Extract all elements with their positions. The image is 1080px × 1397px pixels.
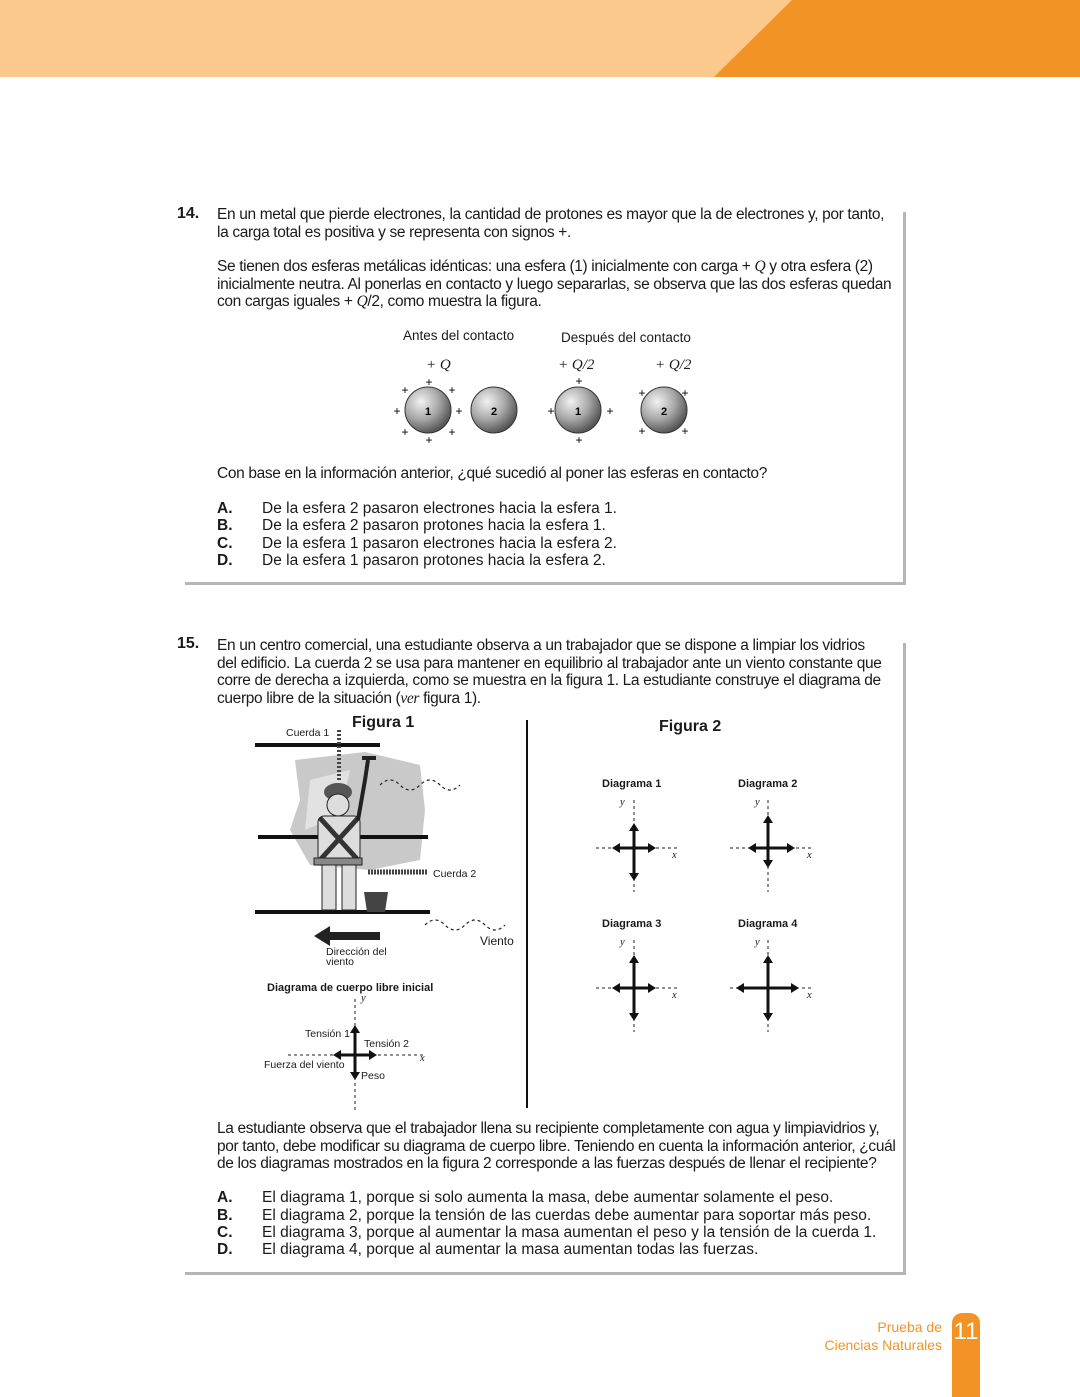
q15-intro-line: del edificio. La cuerda 2 se usa para ma… [217,654,882,672]
footer-line: Ciencias Naturales [824,1337,943,1353]
svg-text:+: + [455,404,462,418]
diagram-4-title: Diagrama 4 [738,918,798,930]
worker [313,756,376,911]
svg-text:1: 1 [575,406,581,418]
plus-signs-after-2: + + + + [638,386,688,438]
figure-1-title: Figura 1 [352,714,415,731]
svg-text:+: + [401,425,408,439]
svg-text:+: + [401,383,408,397]
weight-label: Peso [361,1070,385,1082]
q14-setup-line: inicialmente neutra. Al ponerlas en cont… [217,275,892,293]
diagram-2-axis-y: y [755,797,760,808]
diagram-2 [730,800,812,892]
wind-direction-arrow [314,926,380,946]
svg-text:1: 1 [425,406,431,418]
svg-text:2: 2 [491,406,497,418]
svg-text:+: + [575,374,582,388]
q15-question-line: de los diagramas mostrados en la figura … [217,1155,877,1172]
diagram-2-title: Diagrama 2 [738,778,798,790]
svg-text:2: 2 [661,406,667,418]
label-before-contact: Antes del contacto [403,328,515,343]
q14-setup-line: Se tienen dos esferas metálicas idéntica… [217,258,873,275]
svg-text:+: + [393,404,400,418]
diagram-1-axis-y: y [620,797,625,808]
worker-illustration [255,730,506,946]
diagram-1-axis-x: x [672,850,677,861]
q15-intro-line: cuerpo libre de la situación (ver figura… [217,689,481,707]
tension-1-label: Tensión 1 [305,1028,350,1040]
q14-setup-line: con cargas iguales + Q/2, como muestra l… [217,293,542,310]
figure-2-title: Figura 2 [659,718,722,735]
spheres-figure: 1 +++ ++ +++ 2 1 ++++ 2 ++++ [393,374,688,447]
diagram-4 [730,940,812,1032]
diagram-4-axis-y: y [755,937,760,948]
q14-intro-line: En un metal que pierde electrones, la ca… [217,206,885,223]
top-bar [255,743,380,747]
q14-question: Con base en la información anterior, ¿qu… [217,465,767,482]
q14-intro-line: la carga total es positiva y se represen… [217,223,571,241]
svg-text:+: + [425,375,432,389]
svg-text:+: + [681,424,688,438]
diagram-3-axis-y: y [620,937,625,948]
sphere-1-after: 1 [554,386,602,434]
diagram-3-axis-x: x [672,990,677,1001]
viento-label: Viento [480,934,514,948]
charge-after-2: + Q/2 [655,357,692,373]
svg-text:+: + [425,433,432,447]
svg-text:+: + [448,383,455,397]
footer-line: Prueba de [877,1319,942,1335]
svg-text:+: + [638,386,645,400]
plus-signs-after-1: + + + + [547,374,613,447]
q15-question: La estudiante observa que el trabajador … [217,1120,907,1173]
fbd-axis-y: y [361,993,366,1004]
q15-intro-line: corre de derecha a izquierda, como se mu… [217,672,881,689]
wind-wave-bottom [424,919,506,931]
sphere-2-before: 2 [470,386,518,434]
sphere-1-before: 1 [404,386,452,434]
q15-intro-line: En un centro comercial, una estudiante o… [217,637,865,654]
diagram-1 [596,800,678,892]
bucket [364,892,388,912]
direccion-label: Dirección del viento [326,946,387,968]
plus-signs-before: +++ ++ +++ [393,375,462,447]
page-number-tab [952,1313,980,1397]
svg-text:+: + [681,386,688,400]
tension-2-label: Tensión 2 [364,1038,409,1050]
wind-force-label: Fuerza del viento [264,1059,345,1071]
charge-before: + Q [426,357,451,373]
diagram-1-title: Diagrama 1 [602,778,662,790]
sphere-2-after: 2 [640,386,688,434]
svg-text:+: + [575,433,582,447]
figure-divider [526,720,528,1108]
q15-question-line: La estudiante observa que el trabajador … [217,1120,880,1137]
page-number: 11 [953,1318,979,1345]
question-14-frame [185,212,906,585]
diagram-3-title: Diagrama 3 [602,918,662,930]
diagram-3 [596,940,678,1032]
svg-text:+: + [448,425,455,439]
footer-title: Prueba de Ciencias Naturales [825,1318,943,1354]
charge-after-1: + Q/2 [558,357,595,373]
svg-text:+: + [547,404,554,418]
question-14-number: 14. [177,205,200,222]
cuerda-1-label: Cuerda 1 [286,727,330,739]
bottom-bar [255,910,430,914]
fbd-title: Diagrama de cuerpo libre inicial [267,982,434,994]
q15-intro: En un centro comercial, una estudiante o… [217,637,897,707]
diagram-4-axis-x: x [807,990,812,1001]
svg-text:+: + [606,404,613,418]
q15-question-line: por tanto, debe modificar su diagrama de… [217,1137,896,1155]
fbd-axis-x: x [420,1053,425,1064]
question-15-frame [185,643,906,1275]
question-15-number: 15. [177,635,200,652]
label-after-contact: Después del contacto [561,330,691,345]
initial-fbd [288,999,425,1110]
diagram-2-axis-x: x [807,850,812,861]
svg-text:+: + [638,424,645,438]
q14-intro: En un metal que pierde electrones, la ca… [217,206,897,241]
cuerda-2-label: Cuerda 2 [433,868,477,880]
q14-setup: Se tienen dos esferas metálicas idéntica… [217,258,897,311]
